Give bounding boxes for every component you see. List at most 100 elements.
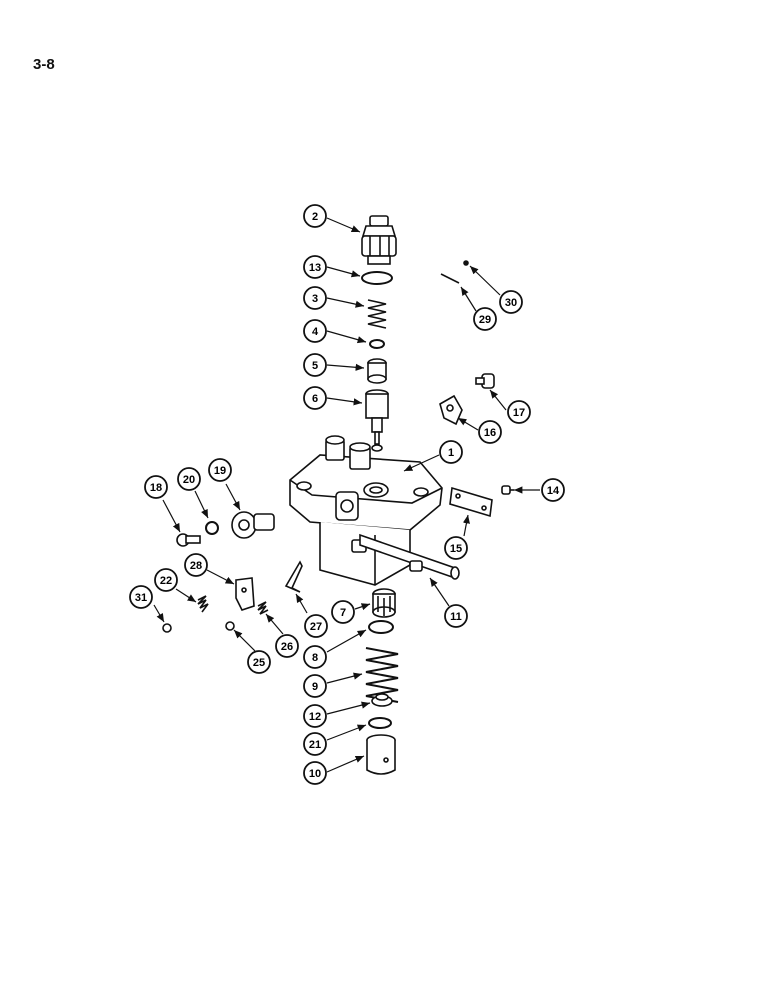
part-21-shim <box>368 717 392 729</box>
callout-13: 13 <box>303 255 327 279</box>
part-9-plunger-spring <box>365 647 399 703</box>
callout-circle <box>473 307 497 331</box>
callout-label: 25 <box>253 657 265 669</box>
callout-25: 25 <box>247 650 271 674</box>
callout-circle <box>303 353 327 377</box>
callout-15: 15 <box>444 536 468 560</box>
callout-circle <box>247 650 271 674</box>
callout-label: 7 <box>340 607 346 619</box>
leader-27 <box>295 593 308 614</box>
callout-label: 9 <box>312 681 318 693</box>
leader-9 <box>326 672 363 684</box>
callout-label: 26 <box>281 641 293 653</box>
callout-label: 22 <box>160 575 172 587</box>
callout-label: 14 <box>547 485 560 497</box>
callout-30: 30 <box>499 290 523 314</box>
leader-1 <box>403 454 440 472</box>
part-13-o-ring <box>361 271 393 285</box>
leader-5 <box>326 363 365 371</box>
callout-label: 10 <box>309 768 321 780</box>
leader-26 <box>265 613 284 635</box>
callout-circle <box>541 478 565 502</box>
callout-label: 6 <box>312 393 318 405</box>
callout-circle <box>303 386 327 410</box>
callout-6: 6 <box>303 386 327 410</box>
callout-7: 7 <box>331 600 355 624</box>
leader-19 <box>225 483 241 511</box>
part-31-clip <box>162 623 172 633</box>
leader-29 <box>460 286 477 312</box>
callout-label: 19 <box>214 465 226 477</box>
callout-circle <box>499 290 523 314</box>
callout-circle <box>303 255 327 279</box>
callout-5: 5 <box>303 353 327 377</box>
part-11-control-rod <box>359 533 460 580</box>
callout-22: 22 <box>154 568 178 592</box>
callout-circle <box>444 536 468 560</box>
callout-circle <box>144 475 168 499</box>
callout-circle <box>154 568 178 592</box>
part-12-spring-seat <box>371 693 393 707</box>
callout-3: 3 <box>303 286 327 310</box>
callout-10: 10 <box>303 761 327 785</box>
callout-circle <box>303 319 327 343</box>
leader-20 <box>194 490 209 519</box>
part-5-valve <box>367 358 387 384</box>
leader-12 <box>326 701 371 715</box>
leader-30 <box>469 265 501 296</box>
callout-label: 20 <box>183 474 195 486</box>
callout-16: 16 <box>478 420 502 444</box>
leader-8 <box>326 629 367 653</box>
callout-circle <box>303 645 327 669</box>
part-25-clip <box>225 621 235 631</box>
leader-2 <box>326 217 361 233</box>
callout-circle <box>129 585 153 609</box>
leader-7 <box>354 603 371 611</box>
leader-22 <box>175 588 197 603</box>
callout-label: 28 <box>190 560 202 572</box>
callout-19: 19 <box>208 458 232 482</box>
part-26-spring <box>257 601 269 615</box>
callout-11: 11 <box>444 604 468 628</box>
callout-14: 14 <box>541 478 565 502</box>
callout-27: 27 <box>304 614 328 638</box>
callout-label: 12 <box>309 711 321 723</box>
callout-17: 17 <box>507 400 531 424</box>
callout-circle <box>303 761 327 785</box>
callout-label: 8 <box>312 652 318 664</box>
callout-2: 2 <box>303 204 327 228</box>
part-15-cover-plate <box>449 486 493 518</box>
part-27-lever <box>284 560 303 593</box>
part-16-bracket <box>439 394 463 426</box>
part-2-valve-holder <box>361 215 397 265</box>
callout-1: 1 <box>439 440 463 464</box>
callout-circle <box>303 674 327 698</box>
callout-circle <box>331 600 355 624</box>
callout-label: 13 <box>309 262 321 274</box>
callout-circle <box>303 204 327 228</box>
callout-8: 8 <box>303 645 327 669</box>
callout-label: 16 <box>484 427 496 439</box>
callout-12: 12 <box>303 704 327 728</box>
part-28-lever-plate <box>235 577 255 611</box>
callout-20: 20 <box>177 467 201 491</box>
leader-16 <box>457 417 479 431</box>
callout-circle <box>184 553 208 577</box>
part-3-spring <box>367 299 387 329</box>
callout-label: 5 <box>312 360 318 372</box>
callout-18: 18 <box>144 475 168 499</box>
leader-3 <box>326 297 365 308</box>
leader-15 <box>462 514 470 537</box>
callout-label: 15 <box>450 543 462 555</box>
leader-17 <box>489 389 507 411</box>
callout-31: 31 <box>129 585 153 609</box>
callout-circle <box>177 467 201 491</box>
callout-circle <box>303 286 327 310</box>
callout-circle <box>275 634 299 658</box>
callout-28: 28 <box>184 553 208 577</box>
callout-label: 18 <box>150 482 162 494</box>
callout-circle <box>478 420 502 444</box>
callout-label: 4 <box>312 326 319 338</box>
page-number: 3-8 <box>33 56 55 73</box>
